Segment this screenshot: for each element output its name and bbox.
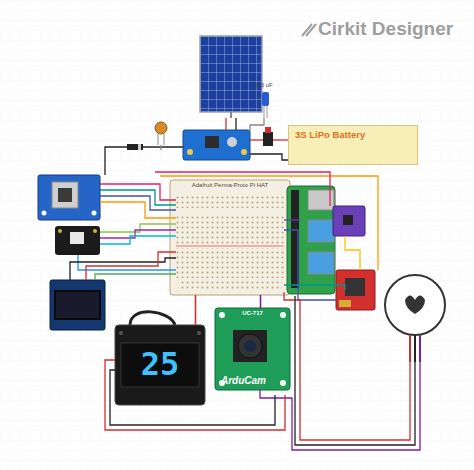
- sensor-breakout: [55, 226, 100, 255]
- wire-connector: [260, 295, 262, 308]
- raspberry-pi: [287, 186, 335, 294]
- voltmeter: [115, 312, 205, 405]
- display-digits: 25: [141, 347, 180, 382]
- part-label: ArduCam: [221, 375, 266, 386]
- wire-connector: [195, 295, 197, 325]
- part-label: 3S LiPo Battery: [295, 130, 365, 140]
- perma-proto-board: [170, 180, 290, 295]
- camera-module: UC-717ArduCam: [215, 308, 290, 390]
- wires: [70, 118, 420, 450]
- camera-board: [215, 308, 290, 390]
- logo-icon: [302, 24, 316, 36]
- battery-pack: 3S LiPo Battery: [288, 125, 418, 165]
- fuse-component: [155, 122, 167, 145]
- diode-symbol: [127, 144, 143, 150]
- gsm-module: [336, 270, 375, 310]
- voltmeter-readout: 25: [115, 325, 205, 405]
- capacitor-symbol: [262, 92, 269, 118]
- proto-board: Adafruit Perma-Proto Pi HAT: [170, 180, 290, 295]
- component-value: 100 uF: [254, 82, 273, 88]
- pulse-sensor: [385, 275, 445, 362]
- imu-module: [333, 206, 365, 236]
- watermark: Cirkit Designer: [318, 18, 453, 40]
- gps-module: [38, 175, 100, 220]
- solar-panel: [200, 36, 262, 118]
- part-label: UC-717: [242, 310, 263, 317]
- part-label: Adafruit Perma-Proto Pi HAT: [190, 182, 271, 189]
- power-switch: [263, 127, 273, 146]
- boost-converter: [183, 130, 250, 160]
- oled-display: [50, 280, 105, 330]
